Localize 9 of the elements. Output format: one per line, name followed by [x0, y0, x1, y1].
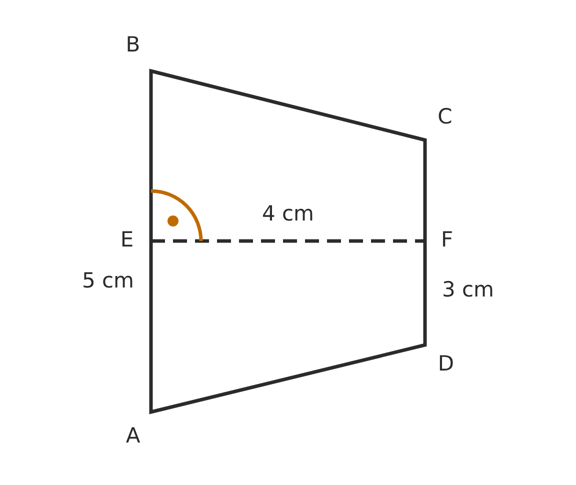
point-label: F	[440, 230, 454, 250]
point-label: D	[438, 354, 454, 374]
point-label: B	[126, 34, 140, 56]
point-label: C	[438, 106, 452, 128]
length-label: 4 cm	[262, 204, 314, 224]
length-label: 5 cm	[82, 270, 134, 292]
point-label: A	[126, 426, 140, 446]
length-label: 3 cm	[442, 280, 494, 300]
point-label: E	[120, 230, 134, 250]
